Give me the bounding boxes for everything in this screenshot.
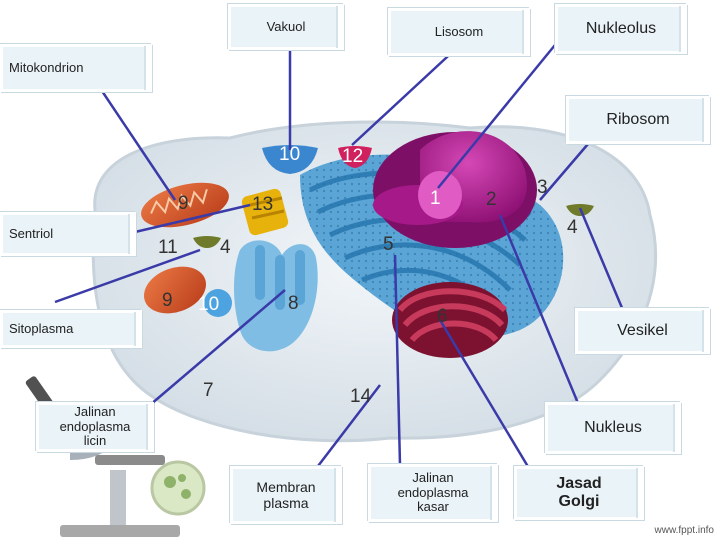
number-9a: 9 [178, 193, 189, 214]
label-re-kasar: Jalinan endoplasma kasar [368, 464, 498, 522]
leader-lines [54, 44, 627, 471]
number-11: 11 [158, 237, 178, 258]
ribosome-vesicle-shapes [193, 204, 594, 317]
footer-watermark: www.fppt.info [654, 525, 714, 536]
petri-dish-icon [150, 460, 206, 516]
lysosome-shape [338, 146, 372, 168]
number-8: 8 [288, 293, 299, 314]
label-vakuol: Vakuol [228, 4, 344, 50]
label-nukleolus: Nukleolus [555, 4, 687, 54]
centriole-shape [241, 188, 289, 236]
number-2: 2 [486, 189, 497, 210]
number-4a: 4 [567, 217, 578, 238]
number-13: 13 [252, 194, 273, 215]
number-6: 6 [437, 306, 448, 327]
number-1: 1 [430, 188, 441, 209]
number-10a: 10 [279, 144, 300, 165]
nucleus-shape [373, 131, 537, 248]
label-membran-plasma: Membran plasma [230, 466, 342, 524]
label-sentriol: Sentriol [0, 212, 136, 256]
label-vesikel: Vesikel [575, 308, 710, 354]
number-3: 3 [537, 177, 548, 198]
number-10b: 10 [198, 294, 219, 315]
number-14: 14 [350, 386, 372, 407]
label-mitokondrion: Mitokondrion [0, 44, 152, 92]
number-5: 5 [383, 234, 394, 255]
label-nukleus: Nukleus [545, 402, 681, 454]
vacuole-shape [262, 145, 318, 174]
label-sitoplasma: Sitoplasma [0, 310, 142, 348]
label-re-licin: Jalinan endoplasma licin [36, 402, 154, 452]
label-ribosom: Ribosom [566, 96, 710, 144]
number-4b: 4 [220, 237, 231, 258]
number-12: 12 [342, 146, 363, 167]
label-lisosom: Lisosom [388, 8, 530, 56]
label-jasad-golgi: Jasad Golgi [514, 466, 644, 520]
number-7: 7 [203, 380, 214, 401]
number-9b: 9 [162, 290, 173, 311]
golgi-shape [392, 282, 508, 358]
smooth-er-shape [234, 240, 318, 352]
